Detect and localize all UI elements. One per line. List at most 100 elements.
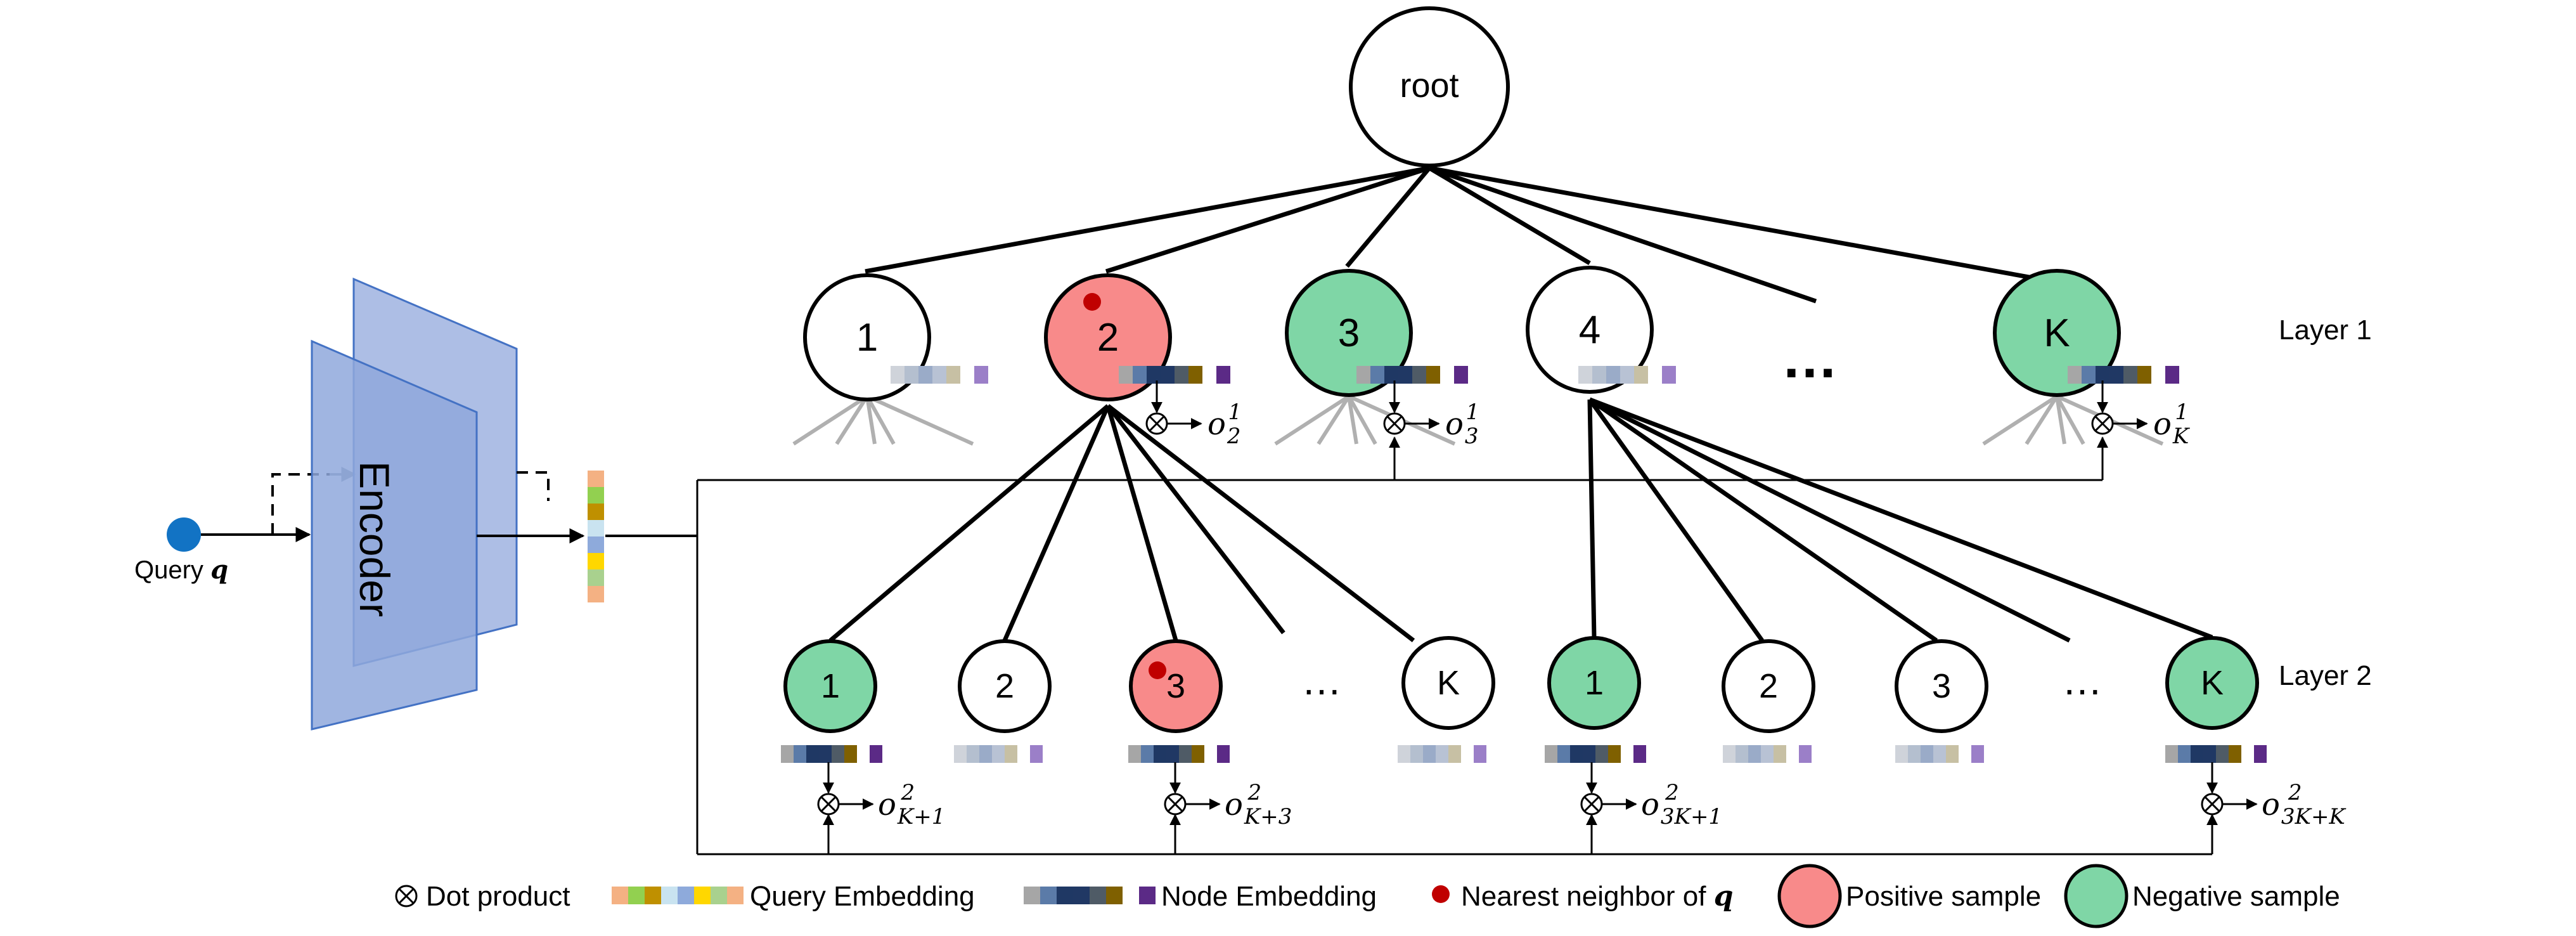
layer1-label: Layer 1	[2279, 315, 2372, 346]
node-embedding-cell	[1461, 745, 1474, 763]
node-embedding-cell	[1933, 745, 1946, 763]
legend-query-embedding: Query Embedding	[750, 881, 975, 912]
legend-node-embedding-cell	[1139, 887, 1156, 904]
node-embedding-cell	[2229, 745, 2241, 763]
query-embedding-cell	[588, 504, 604, 520]
node-embedding-cell	[1204, 745, 1217, 763]
legend-node-embedding: Node Embedding	[1161, 881, 1377, 912]
node-embedding-cell	[1217, 745, 1230, 763]
legend-dot-product: Dot product	[426, 881, 570, 912]
layer2-ellipsis-left: …	[1301, 658, 1342, 703]
legend-query-embedding-cell	[645, 887, 661, 904]
output-oK+3-2: oK+32	[1225, 780, 1292, 829]
node-embedding-cell	[2068, 366, 2082, 384]
legend-query-embedding-cell	[694, 887, 711, 904]
node-embedding-cell	[1154, 745, 1166, 763]
svg-text:2: 2	[1097, 316, 1119, 360]
legend-nearest-neighbor: Nearest neighbor of q	[1461, 880, 1733, 913]
node-embedding-cell	[1971, 745, 1984, 763]
layer2-node-Kb: K	[2165, 636, 2259, 730]
layer2-ellipsis-right: …	[2062, 658, 2103, 703]
legend-negative-swatch	[2064, 864, 2128, 928]
node-embedding-cell	[1578, 366, 1592, 384]
node-embedding-cell	[2254, 745, 2267, 763]
node-embedding-cell	[1141, 745, 1154, 763]
node-embedding-cell	[1005, 745, 1017, 763]
legend-query-embedding-cell	[661, 887, 678, 904]
node-embedding-cell	[918, 366, 932, 384]
node-embedding-cell	[1175, 366, 1188, 384]
output-oK+1-2: oK+12	[878, 780, 945, 829]
node-embedding-cell	[1799, 745, 1812, 763]
layer2-label: Layer 2	[2279, 660, 2372, 691]
node-embedding-cell	[1921, 745, 1933, 763]
output-o3K+1-2: o3K+12	[1641, 780, 1722, 829]
svg-text:1: 1	[821, 667, 840, 705]
node-embedding-cell	[1633, 745, 1646, 763]
query-embedding-cell	[588, 536, 604, 553]
node-embedding-cell	[1662, 366, 1676, 384]
node-embedding-cell	[946, 366, 960, 384]
svg-text:K: K	[1437, 664, 1460, 702]
legend-query-embedding-swatch	[612, 887, 744, 904]
output-oK-1: oK1	[2153, 400, 2191, 449]
legend-negative-sample: Negative sample	[2132, 881, 2340, 912]
node-embedding-cell	[1370, 366, 1384, 384]
layer1-node-3: 3	[1285, 269, 1413, 397]
node-embedding-cell	[1188, 366, 1202, 384]
node-embedding-cell	[2082, 366, 2096, 384]
node-embedding-cell	[1946, 745, 1959, 763]
legend-query-embedding-cell	[628, 887, 645, 904]
node-embedding-cell	[2191, 745, 2203, 763]
query-embedding-cell	[588, 471, 604, 487]
svg-text:2: 2	[1759, 667, 1778, 705]
legend-node-embedding-cell	[1090, 887, 1106, 904]
layer1-node-K: K	[1993, 269, 2121, 397]
query-embedding-cell	[588, 487, 604, 504]
node-embedding-cell	[1128, 745, 1141, 763]
node-embedding-cell	[781, 745, 794, 763]
node-embedding-cell	[1426, 366, 1440, 384]
node-embedding-cell	[2151, 366, 2165, 384]
node-embedding-cell	[2165, 745, 2178, 763]
layer1-node-4: 4	[1526, 266, 1654, 394]
node-embedding-cell	[857, 745, 870, 763]
encoder: Encoder	[311, 277, 518, 731]
svg-text:3: 3	[1166, 667, 1185, 705]
node-embedding-cell	[832, 745, 844, 763]
node-embedding-cell	[1161, 366, 1175, 384]
legend-positive-swatch	[1777, 864, 1842, 928]
legend-node-embedding-cell	[1057, 887, 1073, 904]
layer2-node-Ka: K	[1401, 636, 1495, 730]
legend-query-embedding-cell	[711, 887, 727, 904]
node-embedding-cell	[1179, 745, 1192, 763]
node-embedding-cell	[1147, 366, 1161, 384]
node-embedding-cell	[2203, 745, 2216, 763]
node-embedding-cell	[1570, 745, 1583, 763]
node-embedding-cell	[1202, 366, 1216, 384]
legend-dot-product-icon	[395, 885, 418, 907]
legend-node-embedding-cell	[1123, 887, 1139, 904]
node-embedding-cell	[1166, 745, 1179, 763]
node-embedding-cell	[1908, 745, 1921, 763]
layer2-node-3a: 3	[1129, 639, 1223, 733]
node-embedding-cell	[1592, 366, 1606, 384]
layer2-node-embeddings	[781, 745, 2267, 763]
svg-text:3: 3	[1932, 667, 1951, 705]
node-embedding-cell	[1119, 366, 1133, 384]
output-o3-1: o31	[1445, 400, 1479, 449]
node-embedding-cell	[1216, 366, 1230, 384]
svg-text:4: 4	[1579, 308, 1600, 352]
svg-text:1: 1	[1585, 664, 1604, 702]
legend-positive-sample: Positive sample	[1846, 881, 2041, 912]
node-embedding-cell	[1412, 366, 1426, 384]
layer1-ellipsis: …	[1781, 327, 1838, 390]
node-embedding-cell	[1748, 745, 1761, 763]
encoder-label: Encoder	[351, 461, 398, 617]
node-embedding-cell	[844, 745, 857, 763]
node-embedding-cell	[1436, 745, 1448, 763]
node4-edges	[1587, 397, 2213, 643]
layer2-node-3b: 3	[1895, 639, 1988, 733]
root-node: root	[1349, 6, 1510, 167]
